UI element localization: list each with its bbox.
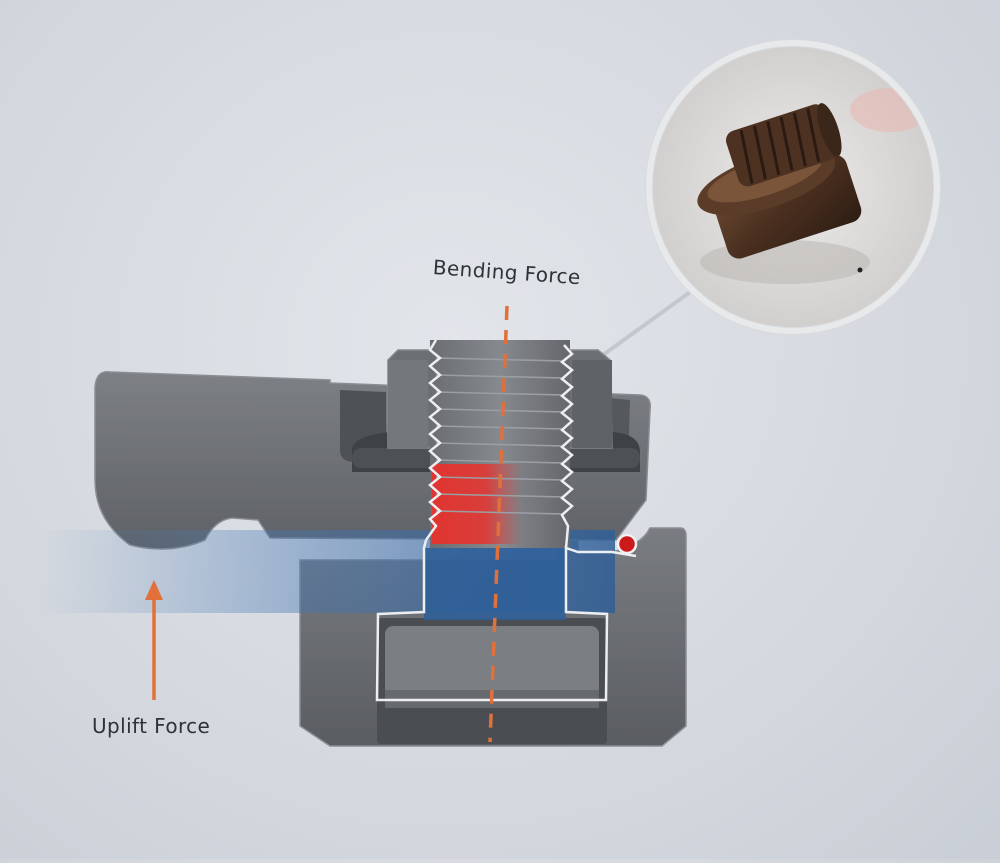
rusted-bolt-photo (645, 39, 941, 335)
uplift-force-label: Uplift Force (92, 714, 211, 738)
bolt-neck (424, 548, 566, 620)
bolt-outline (375, 539, 637, 702)
stress-concentration (432, 464, 522, 544)
arrow-up-icon (145, 580, 163, 700)
callout-connector (594, 288, 695, 362)
pivot-point (616, 533, 638, 555)
bolt-shank (424, 339, 574, 549)
bolt-axis-dashed-line (488, 305, 509, 743)
